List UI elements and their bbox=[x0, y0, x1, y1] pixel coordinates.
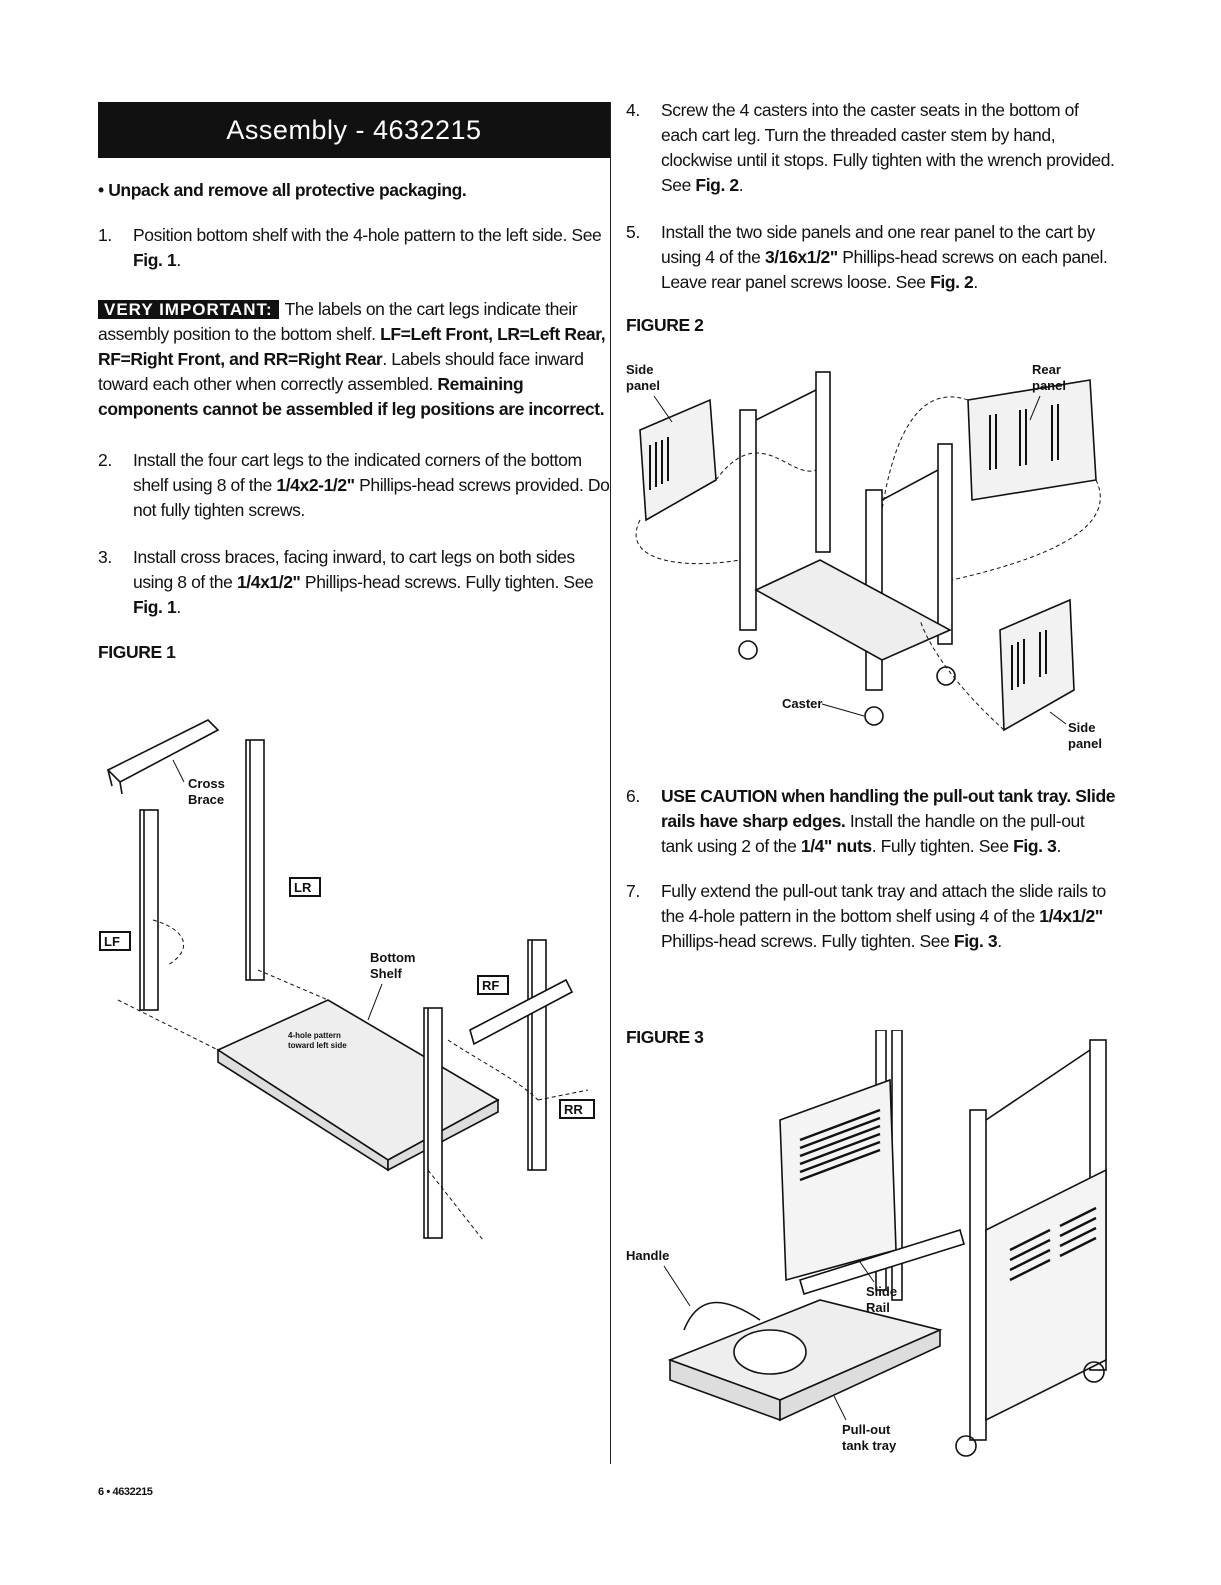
column-divider bbox=[610, 102, 611, 1464]
bottom-shelf-label: Bottom bbox=[370, 950, 416, 965]
side-panel-right-label: Side bbox=[1068, 720, 1095, 735]
leg-tag-rf: RF bbox=[482, 978, 499, 993]
page-footer: 6 • 4632215 bbox=[98, 1486, 153, 1498]
caution-warning: USE CAUTION when handling the pull-out t… bbox=[661, 786, 1116, 831]
svg-text:Brace: Brace bbox=[188, 792, 224, 807]
step-number: 5. bbox=[626, 222, 640, 242]
step-1: 1. Position bottom shelf with the 4-hole… bbox=[98, 223, 610, 273]
slide-rail-label: Slide bbox=[866, 1284, 897, 1299]
page-title: Assembly - 4632215 bbox=[98, 102, 610, 158]
step-number: 3. bbox=[98, 547, 112, 567]
step-5: 5. Install the two side panels and one r… bbox=[626, 220, 1116, 295]
handle-label: Handle bbox=[626, 1248, 669, 1263]
figure-2-label: FIGURE 2 bbox=[626, 315, 704, 335]
important-warning: Remaining components cannot be assembled… bbox=[98, 374, 605, 419]
figure-reference: Fig. 2 bbox=[695, 175, 739, 195]
important-note: VERY IMPORTANT:The labels on the cart le… bbox=[98, 299, 606, 419]
figure-reference: Fig. 1 bbox=[133, 250, 177, 270]
figure-reference: Fig. 1 bbox=[133, 597, 177, 617]
step-number: 1. bbox=[98, 225, 112, 245]
svg-text:toward left side: toward left side bbox=[288, 1041, 347, 1050]
step-7: 7. Fully extend the pull-out tank tray a… bbox=[626, 879, 1116, 954]
svg-text:tank tray: tank tray bbox=[842, 1438, 897, 1453]
step-4: 4. Screw the 4 casters into the caster s… bbox=[626, 98, 1116, 198]
leg-tag-lf: LF bbox=[104, 934, 120, 949]
side-panel-left-label: Side bbox=[626, 362, 653, 377]
step-number: 7. bbox=[626, 881, 640, 901]
step-text: Install the four cart legs to the indica… bbox=[133, 450, 610, 520]
step-number: 4. bbox=[626, 100, 640, 120]
rear-panel-label: Rear bbox=[1032, 362, 1061, 377]
figure-1-label: FIGURE 1 bbox=[98, 642, 176, 662]
important-badge: VERY IMPORTANT: bbox=[98, 300, 279, 319]
svg-text:panel: panel bbox=[626, 378, 660, 393]
step-text: USE CAUTION when handling the pull-out t… bbox=[661, 786, 1116, 856]
figure-2-illustration: Side panel Rear panel Caster Side panel bbox=[620, 360, 1120, 760]
figure-reference: Fig. 3 bbox=[1013, 836, 1057, 856]
step-6: 6. USE CAUTION when handling the pull-ou… bbox=[626, 784, 1116, 859]
figure-3-illustration: Handle Slide Rail Pull-out tank tray bbox=[620, 1030, 1120, 1470]
figure-reference: Fig. 3 bbox=[953, 931, 998, 951]
step-text: Position bottom shelf with the 4-hole pa… bbox=[133, 225, 602, 270]
left-column: Assembly - 4632215 • Unpack and remove a… bbox=[98, 102, 610, 665]
svg-text:panel: panel bbox=[1068, 736, 1102, 751]
svg-text:Rail: Rail bbox=[866, 1300, 890, 1315]
step-text: Install the two side panels and one rear… bbox=[661, 222, 1108, 292]
steps-6-7: 6. USE CAUTION when handling the pull-ou… bbox=[626, 784, 1116, 954]
step-text: Screw the 4 casters into the caster seat… bbox=[661, 100, 1115, 195]
leg-tag-rr: RR bbox=[564, 1102, 583, 1117]
step-number: 6. bbox=[626, 786, 640, 806]
svg-text:panel: panel bbox=[1032, 378, 1066, 393]
step-number: 2. bbox=[98, 450, 112, 470]
cross-brace-label: Cross bbox=[188, 776, 225, 791]
leg-tag-lr: LR bbox=[294, 880, 312, 895]
figure-1-illustration: LF LR RF RR Cross Brace Bottom Shelf 4-h… bbox=[98, 700, 608, 1260]
right-column: 4. Screw the 4 casters into the caster s… bbox=[626, 98, 1116, 951]
caster-label: Caster bbox=[782, 696, 822, 711]
intro-instruction: • Unpack and remove all protective packa… bbox=[98, 180, 467, 200]
hole-pattern-note: 4-hole pattern bbox=[288, 1031, 341, 1040]
svg-text:Shelf: Shelf bbox=[370, 966, 402, 981]
step-text: Install cross braces, facing inward, to … bbox=[133, 547, 594, 617]
step-text: Fully extend the pull-out tank tray and … bbox=[661, 881, 1106, 951]
step-2: 2. Install the four cart legs to the ind… bbox=[98, 448, 610, 523]
figure-3-label: FIGURE 3 bbox=[626, 1027, 704, 1047]
step-3: 3. Install cross braces, facing inward, … bbox=[98, 545, 610, 620]
tank-tray-label: Pull-out bbox=[842, 1422, 891, 1437]
figure-reference: Fig. 2 bbox=[930, 272, 974, 292]
